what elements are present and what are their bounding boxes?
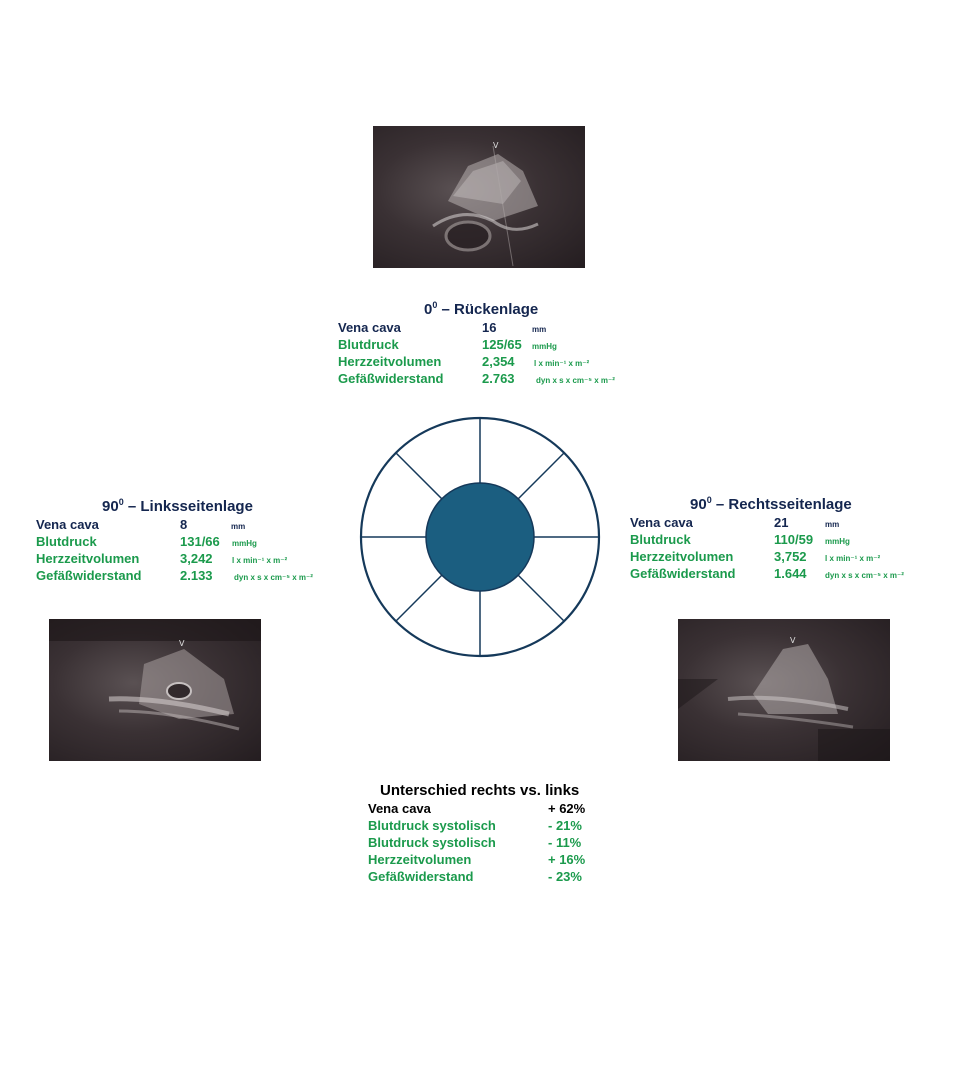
- right-lateral-panel: 900 – Rechtsseitenlage Vena cava 21 mm B…: [630, 495, 904, 581]
- left-lateral-panel: 900 – Linksseitenlage Vena cava 8 mm Blu…: [36, 497, 313, 583]
- row-unit: dyn x s x cm⁻⁵ x m⁻²: [825, 571, 904, 580]
- row-value: 16: [482, 320, 497, 335]
- row-label: Herzzeitvolumen: [368, 852, 472, 867]
- difference-row-vena-cava: Vena cava + 62%: [368, 801, 585, 816]
- difference-row-bp-systolic-2: Blutdruck systolisch - 11%: [368, 835, 585, 850]
- difference-panel: Unterschied rechts vs. links Vena cava +…: [368, 782, 585, 884]
- supine-panel: 00 – Rückenlage Vena cava 16 mm Blutdruc…: [338, 300, 615, 386]
- svg-text:V: V: [790, 636, 796, 645]
- row-label: Blutdruck systolisch: [368, 835, 496, 850]
- supine-degree: 0: [424, 301, 433, 318]
- right-lateral-title: 900 – Rechtsseitenlage: [690, 495, 852, 513]
- right-lateral-title-text: – Rechtsseitenlage: [711, 496, 852, 513]
- right-row-cardiac-output: Herzzeitvolumen 3,752 l x min⁻¹ x m⁻²: [630, 549, 904, 564]
- right-row-vena-cava: Vena cava 21 mm: [630, 515, 904, 530]
- left-row-blood-pressure: Blutdruck 131/66 mmHg: [36, 534, 313, 549]
- row-label: Vena cava: [338, 320, 401, 335]
- row-unit: mmHg: [532, 342, 557, 351]
- row-value: + 62%: [548, 801, 586, 816]
- row-unit: l x min⁻¹ x m⁻²: [232, 556, 288, 565]
- row-label: Blutdruck: [36, 534, 97, 549]
- svg-text:V: V: [179, 639, 185, 648]
- center-circle: [425, 482, 535, 592]
- row-value: 3,752: [774, 549, 807, 564]
- left-lateral-degree: 90: [102, 498, 119, 515]
- left-lateral-title: 900 – Linksseitenlage: [102, 497, 253, 515]
- row-value: 2,354: [482, 354, 515, 369]
- right-lateral-degree: 90: [690, 496, 707, 513]
- difference-title: Unterschied rechts vs. links: [380, 782, 580, 799]
- left-row-vascular-resistance: Gefäßwiderstand 2.133 dyn x s x cm⁻⁵ x m…: [36, 568, 313, 583]
- row-value: 131/66: [180, 534, 220, 549]
- row-value: - 23%: [548, 869, 582, 884]
- row-value: 125/65: [482, 337, 522, 352]
- difference-row-vascular-resistance: Gefäßwiderstand - 23%: [368, 869, 585, 884]
- row-unit: dyn x s x cm⁻⁵ x m⁻²: [536, 376, 615, 385]
- left-row-cardiac-output: Herzzeitvolumen 3,242 l x min⁻¹ x m⁻²: [36, 551, 313, 566]
- row-unit: mm: [825, 520, 840, 529]
- row-label: Gefäßwiderstand: [338, 371, 444, 386]
- row-label: Gefäßwiderstand: [368, 869, 474, 884]
- row-unit: l x min⁻¹ x m⁻²: [825, 554, 881, 563]
- row-label: Blutdruck systolisch: [368, 818, 496, 833]
- supine-row-cardiac-output: Herzzeitvolumen 2,354 l x min⁻¹ x m⁻²: [338, 354, 615, 369]
- row-unit: mm: [532, 325, 547, 334]
- row-value: 2.763: [482, 371, 515, 386]
- position-wheel-diagram: [359, 416, 601, 658]
- row-label: Vena cava: [368, 801, 431, 816]
- row-label: Blutdruck: [630, 532, 691, 547]
- difference-row-bp-systolic-1: Blutdruck systolisch - 21%: [368, 818, 585, 833]
- row-unit: l x min⁻¹ x m⁻²: [534, 359, 590, 368]
- row-unit: mm: [231, 522, 246, 531]
- row-unit: dyn x s x cm⁻⁵ x m⁻²: [234, 573, 313, 582]
- row-label: Blutdruck: [338, 337, 399, 352]
- row-value: 1.644: [774, 566, 807, 581]
- ultrasound-image-left-lateral: V: [49, 619, 261, 761]
- supine-row-vena-cava: Vena cava 16 mm: [338, 320, 615, 335]
- row-unit: mmHg: [232, 539, 257, 548]
- ultrasound-image-right-lateral: V: [678, 619, 890, 761]
- row-value: 21: [774, 515, 789, 530]
- supine-title-text: – Rückenlage: [437, 301, 539, 318]
- right-row-vascular-resistance: Gefäßwiderstand 1.644 dyn x s x cm⁻⁵ x m…: [630, 566, 904, 581]
- left-lateral-title-text: – Linksseitenlage: [123, 498, 253, 515]
- difference-row-cardiac-output: Herzzeitvolumen + 16%: [368, 852, 585, 867]
- row-value: 3,242: [180, 551, 213, 566]
- row-label: Vena cava: [630, 515, 693, 530]
- right-row-blood-pressure: Blutdruck 110/59 mmHg: [630, 532, 904, 547]
- row-value: 2.133: [180, 568, 213, 583]
- row-unit: mmHg: [825, 537, 850, 546]
- supine-row-vascular-resistance: Gefäßwiderstand 2.763 dyn x s x cm⁻⁵ x m…: [338, 371, 615, 386]
- row-value: 110/59: [774, 532, 814, 547]
- svg-text:V: V: [493, 141, 499, 150]
- row-label: Vena cava: [36, 517, 99, 532]
- row-value: - 21%: [548, 818, 582, 833]
- supine-row-blood-pressure: Blutdruck 125/65 mmHg: [338, 337, 615, 352]
- row-label: Gefäßwiderstand: [630, 566, 736, 581]
- ultrasound-image-supine: V: [373, 126, 585, 268]
- row-label: Herzzeitvolumen: [36, 551, 140, 566]
- row-value: + 16%: [548, 852, 586, 867]
- row-label: Gefäßwiderstand: [36, 568, 142, 583]
- row-value: 8: [180, 517, 188, 532]
- left-row-vena-cava: Vena cava 8 mm: [36, 517, 313, 532]
- supine-title: 00 – Rückenlage: [424, 300, 539, 318]
- row-value: - 11%: [548, 835, 582, 850]
- row-label: Herzzeitvolumen: [630, 549, 734, 564]
- row-label: Herzzeitvolumen: [338, 354, 442, 369]
